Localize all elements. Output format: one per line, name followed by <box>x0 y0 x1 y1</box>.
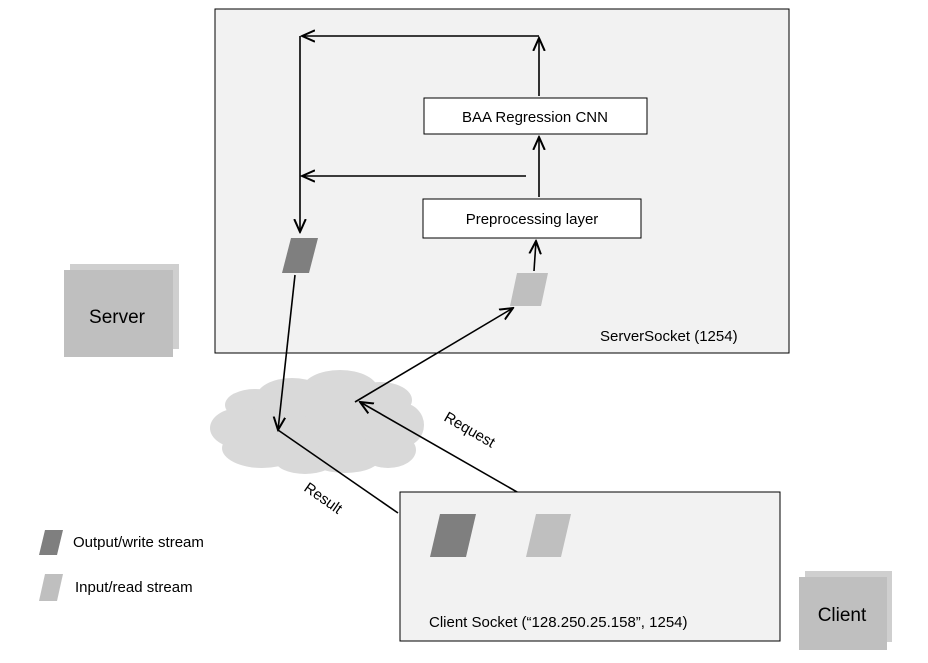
server-input-stream <box>510 273 548 306</box>
client-tag-label: Client <box>818 605 867 626</box>
server-output-stream <box>282 238 318 273</box>
server-tag: Server <box>64 264 179 357</box>
legend-input-swatch <box>39 574 63 601</box>
network-cloud <box>210 370 424 474</box>
cnn-box <box>423 97 648 135</box>
client-socket-label: Client Socket (“128.250.25.158”, 1254) <box>429 614 688 631</box>
result-label: Result <box>301 479 346 518</box>
arrow-input-to-preprocessing <box>534 241 536 272</box>
server-flow-arrows <box>300 36 539 272</box>
client-input-stream <box>526 514 571 557</box>
preprocessing-box <box>422 198 642 239</box>
request-label: Request <box>441 409 499 452</box>
client-output-stream <box>430 514 476 557</box>
legend: Output/write stream Input/read stream <box>39 530 204 601</box>
arrow-output-to-cloud <box>278 274 296 430</box>
legend-output-swatch <box>39 530 63 555</box>
legend-output-label: Output/write stream <box>73 534 204 551</box>
line-cloud-to-client <box>277 429 399 514</box>
server-tag-label: Server <box>89 307 146 328</box>
cnn-label: BAA Regression CNN <box>462 109 608 126</box>
client-tag: Client <box>799 571 892 650</box>
server-socket-label: ServerSocket (1254) <box>600 328 738 345</box>
preprocessing-label: Preprocessing layer <box>466 211 599 228</box>
server-socket-box <box>214 8 790 354</box>
legend-input-label: Input/read stream <box>75 579 193 596</box>
arrow-cloud-to-input <box>354 308 513 403</box>
